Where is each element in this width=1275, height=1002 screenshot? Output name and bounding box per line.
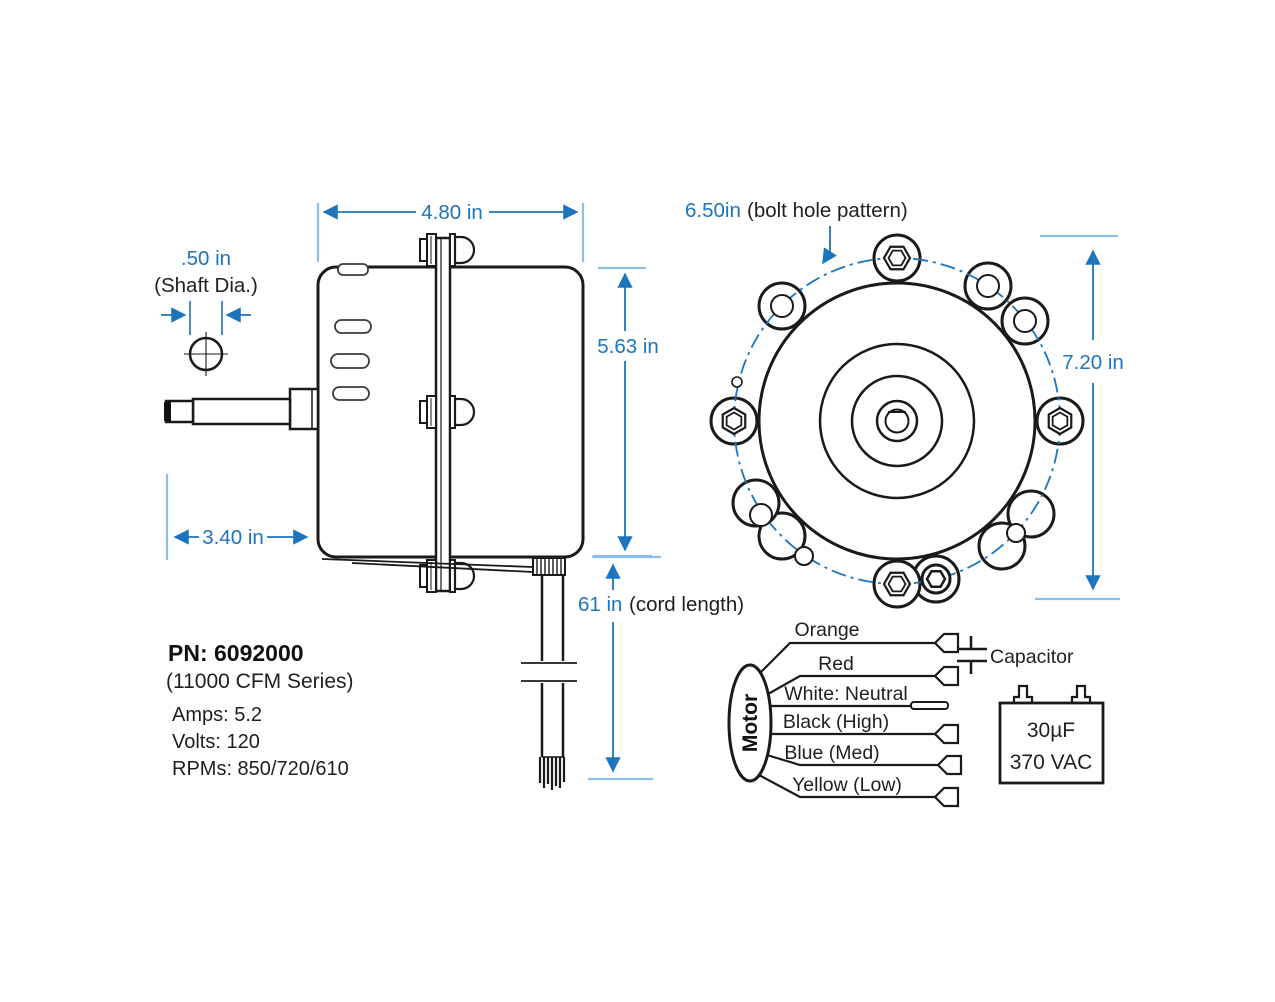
capacitor-symbol-icon — [957, 636, 987, 674]
cord-grommet — [532, 557, 566, 576]
capacitor-vac-rating: 370 VAC — [1010, 751, 1093, 774]
capacitor-uf-rating: 30µF — [1027, 719, 1075, 742]
dim-diameter-label: 7.20 in — [1062, 351, 1124, 374]
dim-bolt-pattern-value: 6.50in — [685, 199, 741, 222]
wire-yellow — [758, 774, 935, 799]
vent-slot — [332, 386, 370, 401]
dim-cord-length-value: 61 in — [578, 593, 622, 616]
wire-label-white: White: Neutral — [784, 683, 908, 705]
dim-width-label: 4.80 in — [421, 201, 483, 224]
capacitor-label: Capacitor — [990, 646, 1074, 668]
bare-wire-end — [910, 701, 949, 710]
shaft-hub — [875, 399, 919, 443]
wire-label-yellow: Yellow (Low) — [792, 774, 902, 796]
front-view-dimensions: 6.50in (bolt hole pattern) 7.20 in — [685, 199, 1124, 601]
motor-oval — [727, 663, 773, 783]
shaft-cross-section — [184, 332, 228, 376]
side-view — [164, 232, 585, 790]
shaft — [191, 397, 292, 426]
dim-shaft-length-label: 3.40 in — [202, 526, 264, 549]
wire-label-red: Red — [818, 653, 854, 675]
side-view-dimensions: 4.80 in .50 in (Shaft Dia.) 5.63 in 3.40… — [154, 201, 744, 781]
motor-face — [757, 281, 1037, 561]
bolt-pattern-leader — [822, 226, 837, 265]
spec-amps: Amps: 5.2 — [172, 704, 262, 726]
dim-cord-length-label: (cord length) — [629, 593, 744, 616]
wire-label-blue: Blue (Med) — [784, 742, 879, 764]
spec-volts: Volts: 120 — [172, 731, 260, 753]
dim-shaft-dia-value: .50 in — [181, 247, 231, 270]
series-label: (11000 CFM Series) — [166, 670, 354, 693]
shaft-end-flat — [164, 402, 171, 421]
spec-block: PN: 6092000 (11000 CFM Series) Amps: 5.2… — [166, 640, 354, 780]
wire-orange — [759, 641, 935, 674]
bolt-holes — [731, 274, 1037, 566]
capacitor-terminal — [1070, 684, 1092, 703]
dim-height-label: 5.63 in — [597, 335, 659, 358]
dim-shaft-dia-label: (Shaft Dia.) — [154, 274, 258, 297]
wiring-diagram: Motor Orange Red White: Neutral Black (H… — [727, 619, 1105, 808]
shaft-collar — [288, 387, 320, 431]
wires — [758, 641, 938, 799]
spec-rpms: RPMs: 850/720/610 — [172, 758, 349, 780]
bottom-bracket-lip — [321, 558, 534, 573]
wire-label-black: Black (High) — [783, 711, 889, 733]
front-view — [709, 233, 1085, 609]
vent-notch — [337, 263, 369, 276]
motor-oval-label: Motor — [739, 694, 762, 752]
mount-strap — [434, 236, 452, 593]
hex-bolt-with-washer — [920, 563, 952, 595]
power-cord — [521, 575, 577, 790]
vent-slot — [334, 319, 372, 334]
capacitor-terminal — [1012, 684, 1034, 703]
part-number: PN: 6092000 — [168, 640, 304, 666]
capacitor-box: 30µF 370 VAC — [998, 684, 1105, 785]
wire-label-orange: Orange — [794, 619, 859, 641]
shaft-hole — [884, 408, 910, 434]
vent-slot — [330, 353, 370, 369]
wire-blue — [766, 753, 938, 767]
dim-bolt-pattern-label: (bolt hole pattern) — [747, 199, 908, 222]
frayed-wires — [538, 757, 566, 790]
wire-red — [767, 674, 935, 695]
